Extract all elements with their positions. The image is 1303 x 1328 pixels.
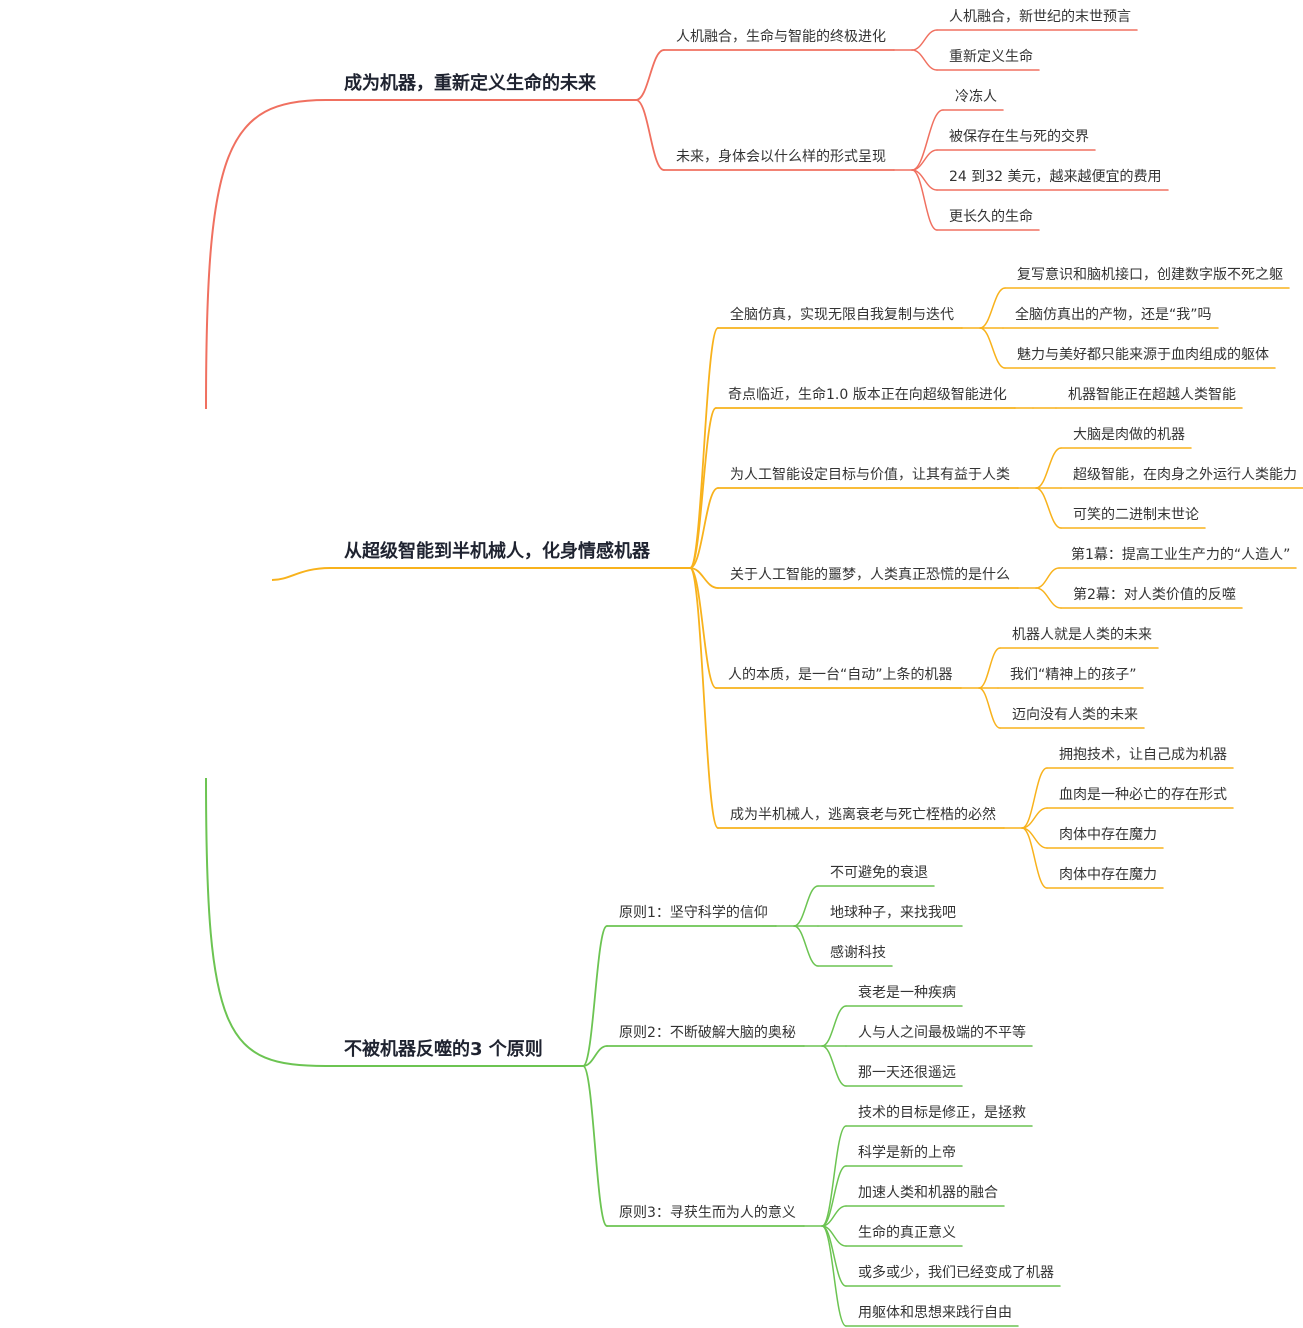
leaf-connector-2-5-1 <box>978 647 1001 689</box>
connector-2-6 <box>689 567 719 829</box>
leaf-connector-2-3-3 <box>1035 487 1062 529</box>
subtopic-2-6[interactable]: 成为半机械人，逃离衰老与死亡桎梏的必然 <box>730 807 996 823</box>
subtopic-2-3[interactable]: 为人工智能设定目标与价值，让其有益于人类 <box>730 467 1010 483</box>
branch-3-trunk <box>205 777 584 1067</box>
leaf-connector-3-2-3 <box>821 1045 847 1087</box>
connector-3-3 <box>582 1065 608 1227</box>
branch-1-trunk <box>205 99 637 410</box>
subtopic-3-2[interactable]: 原则2：不断破解大脑的奥秘 <box>619 1025 796 1041</box>
connector-3-2 <box>582 1045 608 1067</box>
leaf-connector-3-1-1 <box>793 885 819 927</box>
leaf-1-1-2[interactable]: 重新定义生命 <box>949 49 1033 65</box>
leaf-1-2-1[interactable]: 冷冻人 <box>955 89 997 105</box>
leaf-connector-2-5-3 <box>978 687 1001 729</box>
topic-branch-3[interactable]: 不被机器反噬的3 个原则 <box>344 1039 543 1060</box>
leaf-2-6-1[interactable]: 拥抱技术，让自己成为机器 <box>1059 747 1227 763</box>
branch-2-trunk <box>271 567 691 581</box>
leaf-connector-2-1-1 <box>979 287 1006 329</box>
connector-3-1 <box>582 925 608 1067</box>
leaf-connector-3-3-1 <box>821 1125 847 1227</box>
leaf-2-3-1[interactable]: 大脑是肉做的机器 <box>1073 427 1185 443</box>
leaf-2-4-2[interactable]: 第2幕：对人类价值的反噬 <box>1073 587 1236 603</box>
leaf-2-1-1[interactable]: 复写意识和脑机接口，创建数字版不死之躯 <box>1017 267 1283 283</box>
leaf-3-2-3[interactable]: 那一天还很遥远 <box>858 1065 956 1081</box>
connector-2-5 <box>689 567 717 689</box>
leaf-connector-2-1-3 <box>979 327 1006 369</box>
leaf-2-4-1[interactable]: 第1幕：提高工业生产力的“人造人” <box>1071 547 1291 563</box>
leaf-2-5-3[interactable]: 迈向没有人类的未来 <box>1012 707 1138 723</box>
leaf-1-2-4[interactable]: 更长久的生命 <box>949 209 1033 225</box>
leaf-connector-2-6-4 <box>1021 827 1048 889</box>
connector-2-4 <box>689 567 719 589</box>
leaf-2-2-1[interactable]: 机器智能正在超越人类智能 <box>1068 387 1236 403</box>
leaf-3-2-2[interactable]: 人与人之间最极端的不平等 <box>858 1025 1026 1041</box>
leaf-connector-2-3-1 <box>1035 447 1062 489</box>
leaf-3-3-3[interactable]: 加速人类和机器的融合 <box>858 1185 998 1201</box>
leaf-3-1-2[interactable]: 地球种子，来找我吧 <box>830 905 956 921</box>
leaf-connector-1-2-4 <box>911 169 938 231</box>
leaf-2-3-3[interactable]: 可笑的二进制末世论 <box>1073 507 1199 523</box>
leaf-3-3-1[interactable]: 技术的目标是修正，是拯救 <box>858 1105 1026 1121</box>
subtopic-2-4[interactable]: 关于人工智能的噩梦，人类真正恐慌的是什么 <box>730 567 1010 583</box>
leaf-2-1-3[interactable]: 魅力与美好都只能来源于血肉组成的躯体 <box>1017 347 1269 363</box>
leaf-connector-3-3-6 <box>821 1225 847 1327</box>
subtopic-1-1[interactable]: 人机融合，生命与智能的终极进化 <box>676 29 886 45</box>
leaf-3-3-5[interactable]: 或多或少，我们已经变成了机器 <box>858 1265 1054 1281</box>
leaf-1-2-3[interactable]: 24 到32 美元，越来越便宜的费用 <box>949 169 1162 185</box>
leaf-connector-3-1-3 <box>793 925 819 967</box>
leaf-connector-1-1-1 <box>911 29 938 51</box>
leaf-2-3-2[interactable]: 超级智能，在肉身之外运行人类能力 <box>1073 467 1297 483</box>
subtopic-3-1[interactable]: 原则1：坚守科学的信仰 <box>619 905 768 921</box>
leaf-3-3-2[interactable]: 科学是新的上帝 <box>858 1145 956 1161</box>
leaf-connector-3-3-3 <box>821 1205 847 1227</box>
leaf-connector-2-6-1 <box>1021 767 1048 829</box>
leaf-3-3-4[interactable]: 生命的真正意义 <box>858 1225 956 1241</box>
leaf-connector-3-3-2 <box>821 1165 847 1227</box>
topic-branch-1[interactable]: 成为机器，重新定义生命的未来 <box>344 73 596 94</box>
leaf-connector-2-6-2 <box>1021 807 1048 829</box>
connector-1-1 <box>635 49 665 101</box>
topic-branch-2[interactable]: 从超级智能到半机械人，化身情感机器 <box>344 541 650 562</box>
leaf-3-2-1[interactable]: 衰老是一种疾病 <box>858 985 956 1001</box>
leaf-3-1-3[interactable]: 感谢科技 <box>830 945 886 961</box>
subtopic-3-3[interactable]: 原则3：寻获生而为人的意义 <box>619 1205 796 1221</box>
subtopic-2-2[interactable]: 奇点临近，生命1.0 版本正在向超级智能进化 <box>728 387 1007 403</box>
leaf-connector-2-4-1 <box>1035 567 1060 589</box>
subtopic-2-1[interactable]: 全脑仿真，实现无限自我复制与迭代 <box>730 307 954 323</box>
leaf-connector-1-2-2 <box>911 149 938 171</box>
subtopic-1-2[interactable]: 未来，身体会以什么样的形式呈现 <box>676 149 886 165</box>
leaf-1-2-2[interactable]: 被保存在生与死的交界 <box>949 129 1089 145</box>
leaf-connector-1-2-1 <box>911 109 944 171</box>
connector-2-2 <box>689 407 717 569</box>
root-node[interactable] <box>0 409 272 778</box>
subtopic-2-5[interactable]: 人的本质，是一台“自动”上条的机器 <box>728 667 953 683</box>
leaf-connector-1-1-2 <box>911 49 938 71</box>
leaf-connector-2-4-2 <box>1035 587 1062 609</box>
leaf-2-5-2[interactable]: 我们“精神上的孩子” <box>1010 667 1137 683</box>
leaf-2-6-4[interactable]: 肉体中存在魔力 <box>1059 867 1157 883</box>
leaf-connector-3-2-1 <box>821 1005 847 1047</box>
leaf-2-6-3[interactable]: 肉体中存在魔力 <box>1059 827 1157 843</box>
connector-1-2 <box>635 99 665 171</box>
leaf-2-1-2[interactable]: 全脑仿真出的产物，还是“我”吗 <box>1015 307 1212 323</box>
connector-2-3 <box>689 487 719 569</box>
leaf-3-1-1[interactable]: 不可避免的衰退 <box>830 865 928 881</box>
leaf-2-5-1[interactable]: 机器人就是人类的未来 <box>1012 627 1152 643</box>
leaf-2-6-2[interactable]: 血肉是一种必亡的存在形式 <box>1059 787 1227 803</box>
leaf-3-3-6[interactable]: 用躯体和思想来践行自由 <box>858 1305 1012 1321</box>
leaf-1-1-1[interactable]: 人机融合，新世纪的末世预言 <box>949 9 1131 25</box>
